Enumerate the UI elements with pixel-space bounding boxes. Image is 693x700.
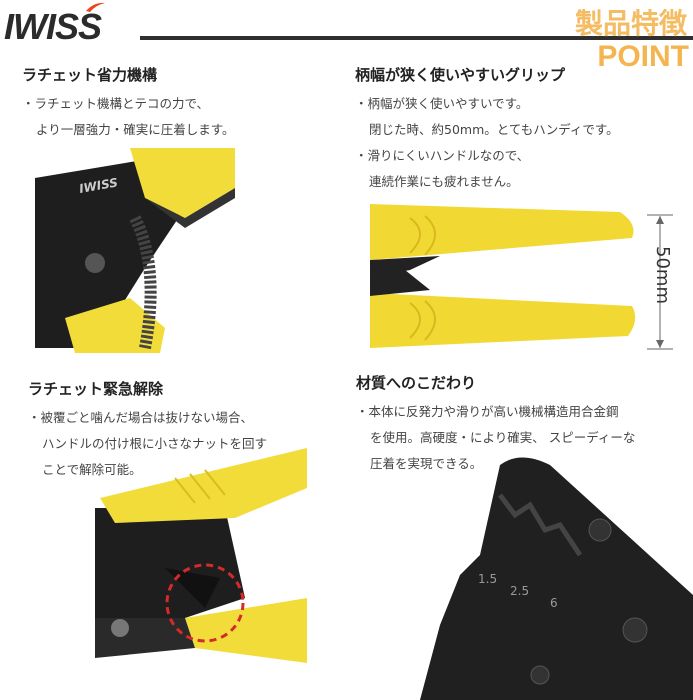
header-rule (140, 36, 693, 40)
ratchet-tool-image: IWISS (35, 148, 235, 353)
feature-heading: ラチェット緊急解除 (28, 380, 164, 398)
feature-heading: ラチェット省力機構 (22, 66, 158, 84)
feature-heading: 柄幅が狭く使いやすいグリップ (355, 66, 566, 84)
feature-text: ・滑りにくいハンドルなので、 (355, 148, 530, 163)
feature-text: ・柄幅が狭く使いやすいです。 (355, 96, 529, 111)
feature-grip: 柄幅が狭く使いやすいグリップ ・柄幅が狭く使いやすいです。 閉じた時、約50mm… (355, 64, 619, 195)
brand-logo: IWISS (4, 6, 102, 47)
feature-text: ・ラチェット機構とテコの力で、 (22, 96, 210, 111)
die-size-label: 2.5 (510, 584, 529, 598)
die-size-label: 6 (550, 596, 558, 610)
page-title: 製品特徴 (574, 7, 687, 40)
die-size-label: 1.5 (478, 572, 497, 586)
feature-text: ・本体に反発力や滑りが高い機械構造用合金鋼 (356, 404, 619, 419)
crimp-jaw-image: 1.5 2.5 6 (420, 457, 693, 700)
feature-text: ・被覆ごと噛んだ場合は抜けない場合、 (28, 410, 254, 425)
feature-ratchet: ラチェット省力機構 ・ラチェット機構とテコの力で、 より一層強力・確実に圧着しま… (22, 64, 235, 143)
grip-handles-image (370, 204, 636, 348)
dimension-arrow-icon (647, 214, 673, 350)
feature-text: より一層強力・確実に圧着します。 (36, 122, 235, 137)
page-subtitle: POINT (597, 40, 689, 73)
feature-text: ハンドルの付け根に小さなナットを回す (42, 436, 268, 451)
logo-swoosh-icon (86, 2, 105, 12)
feature-text: ことで解除可能。 (42, 462, 142, 477)
feature-text: 圧着を実現できる。 (370, 456, 483, 471)
feature-text: を使用。高硬度・により確実、 スピーディーな (370, 430, 636, 445)
feature-text: 連続作業にも疲れません。 (369, 174, 519, 189)
feature-material: 材質へのこだわり ・本体に反発力や滑りが高い機械構造用合金鋼 を使用。高硬度・に… (356, 372, 635, 477)
dimension-label: 50mm (652, 246, 673, 304)
release-nut-image (95, 448, 307, 663)
feature-text: 閉じた時、約50mm。とてもハンディです。 (369, 122, 619, 137)
feature-release: ラチェット緊急解除 ・被覆ごと噛んだ場合は抜けない場合、 ハンドルの付け根に小さ… (28, 378, 267, 483)
svg-text:IWISS: IWISS (78, 175, 119, 196)
feature-heading: 材質へのこだわり (356, 374, 477, 392)
